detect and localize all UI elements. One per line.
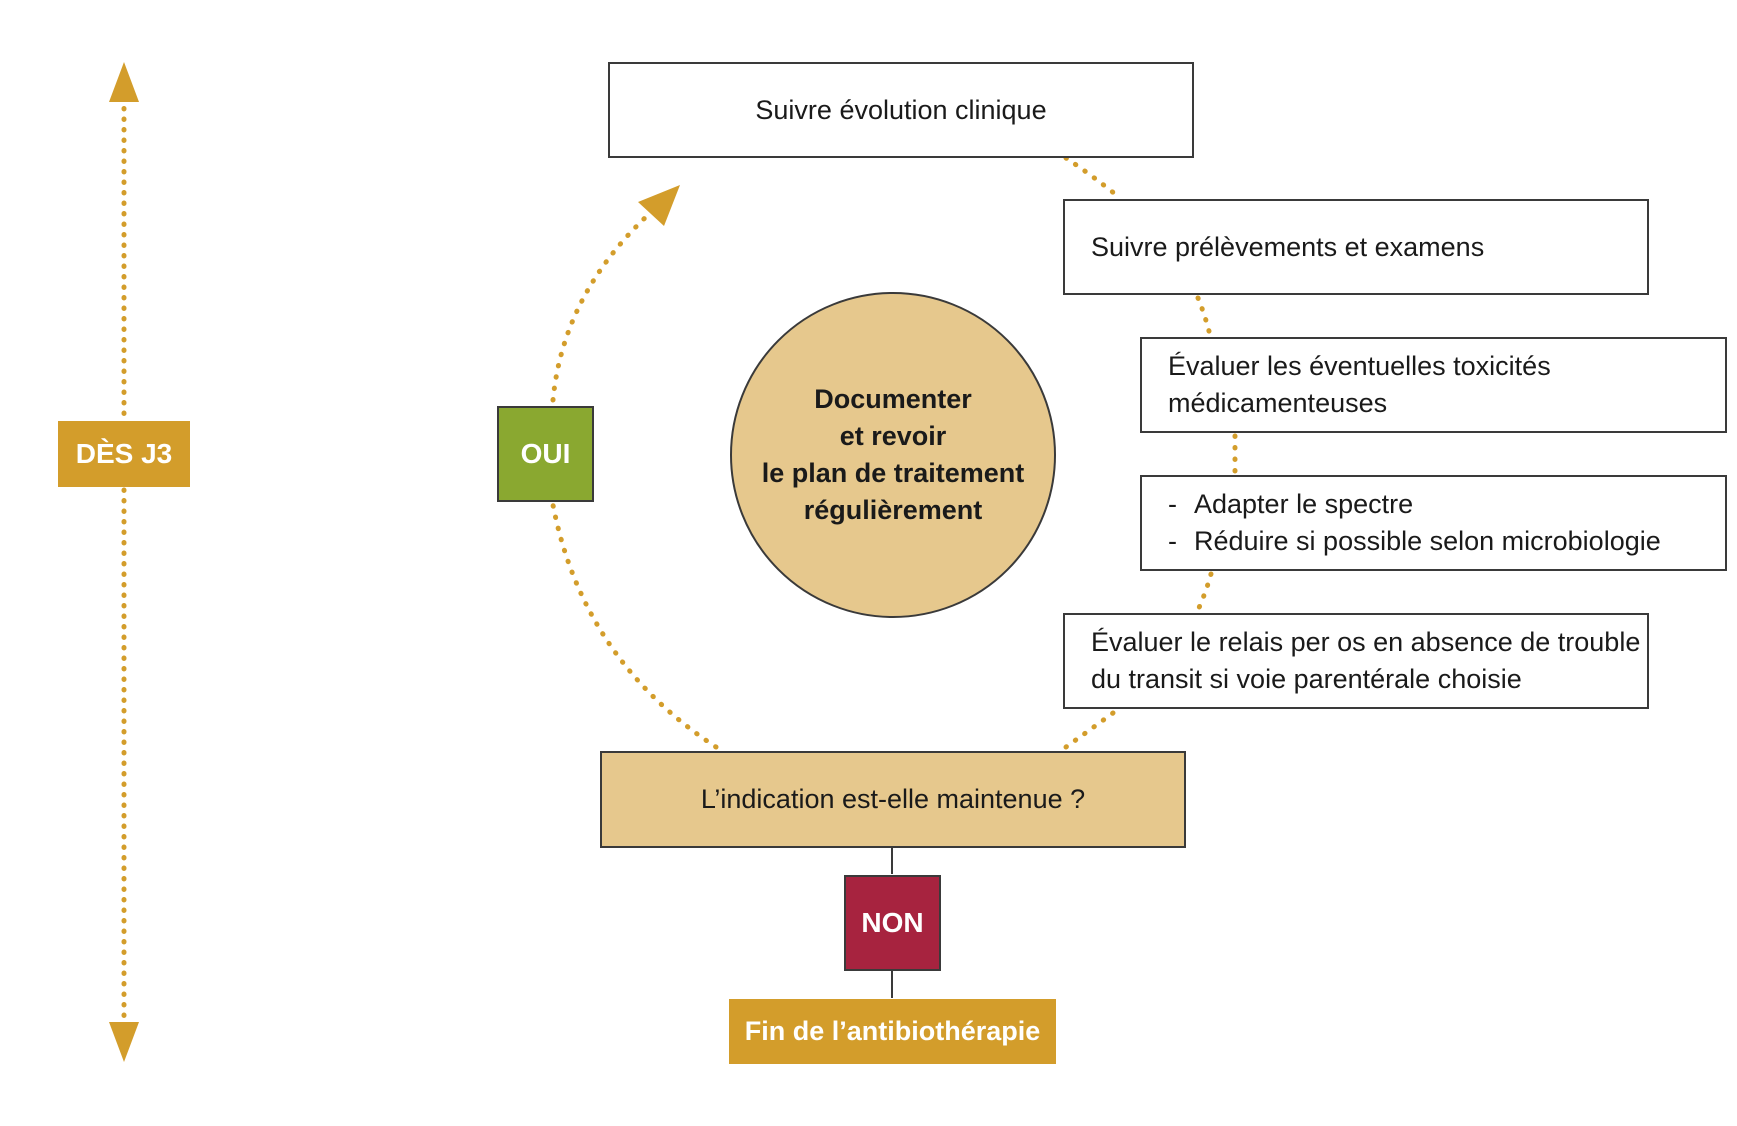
step-oral-switch-evaluation: Évaluer le relais per os en absence de t… [1063,613,1649,709]
bullet-text: Réduire si possible selon microbiologie [1194,526,1661,556]
step-text: Évaluer les éventuelles toxicités [1168,351,1551,381]
hub-line: Documenter [814,384,972,414]
connector-step5-question [1063,710,1116,750]
loop-arrowhead-icon [638,185,680,226]
step-text: Évaluer le relais per os en absence de t… [1091,627,1641,657]
no-badge: NON [844,875,941,971]
step-toxicity-evaluation: Évaluer les éventuelles toxicités médica… [1140,337,1727,433]
step-spectrum-adjustment: -Adapter le spectre -Réduire si possible… [1140,475,1727,571]
hub-line: le plan de traitement [761,458,1025,488]
loop-dotted-arc-lower-left [550,502,719,750]
step-text: du transit si voie parentérale choisie [1091,664,1522,694]
timeline-arrowhead-up [109,62,139,102]
step-clinical-follow-up: Suivre évolution clinique [608,62,1194,158]
yes-badge: OUI [497,406,594,502]
hub-line: régulièrement [803,495,983,525]
connector-step1-step2 [1063,155,1123,201]
step-samples-exams: Suivre prélèvements et examens [1063,199,1649,295]
central-hub-circle: Documenter et revoir le plan de traiteme… [730,292,1056,618]
question-indication-maintained: L’indication est-elle maintenue ? [600,751,1186,848]
connector-step4-step5 [1195,571,1214,613]
loop-dotted-arc-upper-left [550,212,651,403]
bullet-item: -Adapter le spectre [1168,486,1725,523]
hub-line: et revoir [839,421,947,451]
end-of-antibiotherapy-label: Fin de l’antibiothérapie [729,999,1056,1064]
dash-icon: - [1168,489,1177,519]
step-text: médicamenteuses [1168,388,1388,418]
step-text: Suivre prélèvements et examens [1091,231,1485,262]
step-text: Suivre évolution clinique [755,94,1047,125]
bullet-item: -Réduire si possible selon microbiologie [1168,523,1725,560]
timeline-arrowhead-down [109,1022,139,1062]
dash-icon: - [1168,526,1177,556]
hub-text: Documenter et revoir le plan de traiteme… [762,381,1025,529]
bullet-text: Adapter le spectre [1194,489,1414,519]
connector-step2-step3 [1195,295,1213,338]
double-headed-dotted-arrow-icon [109,62,139,1062]
timeline-label: DÈS J3 [58,421,190,487]
